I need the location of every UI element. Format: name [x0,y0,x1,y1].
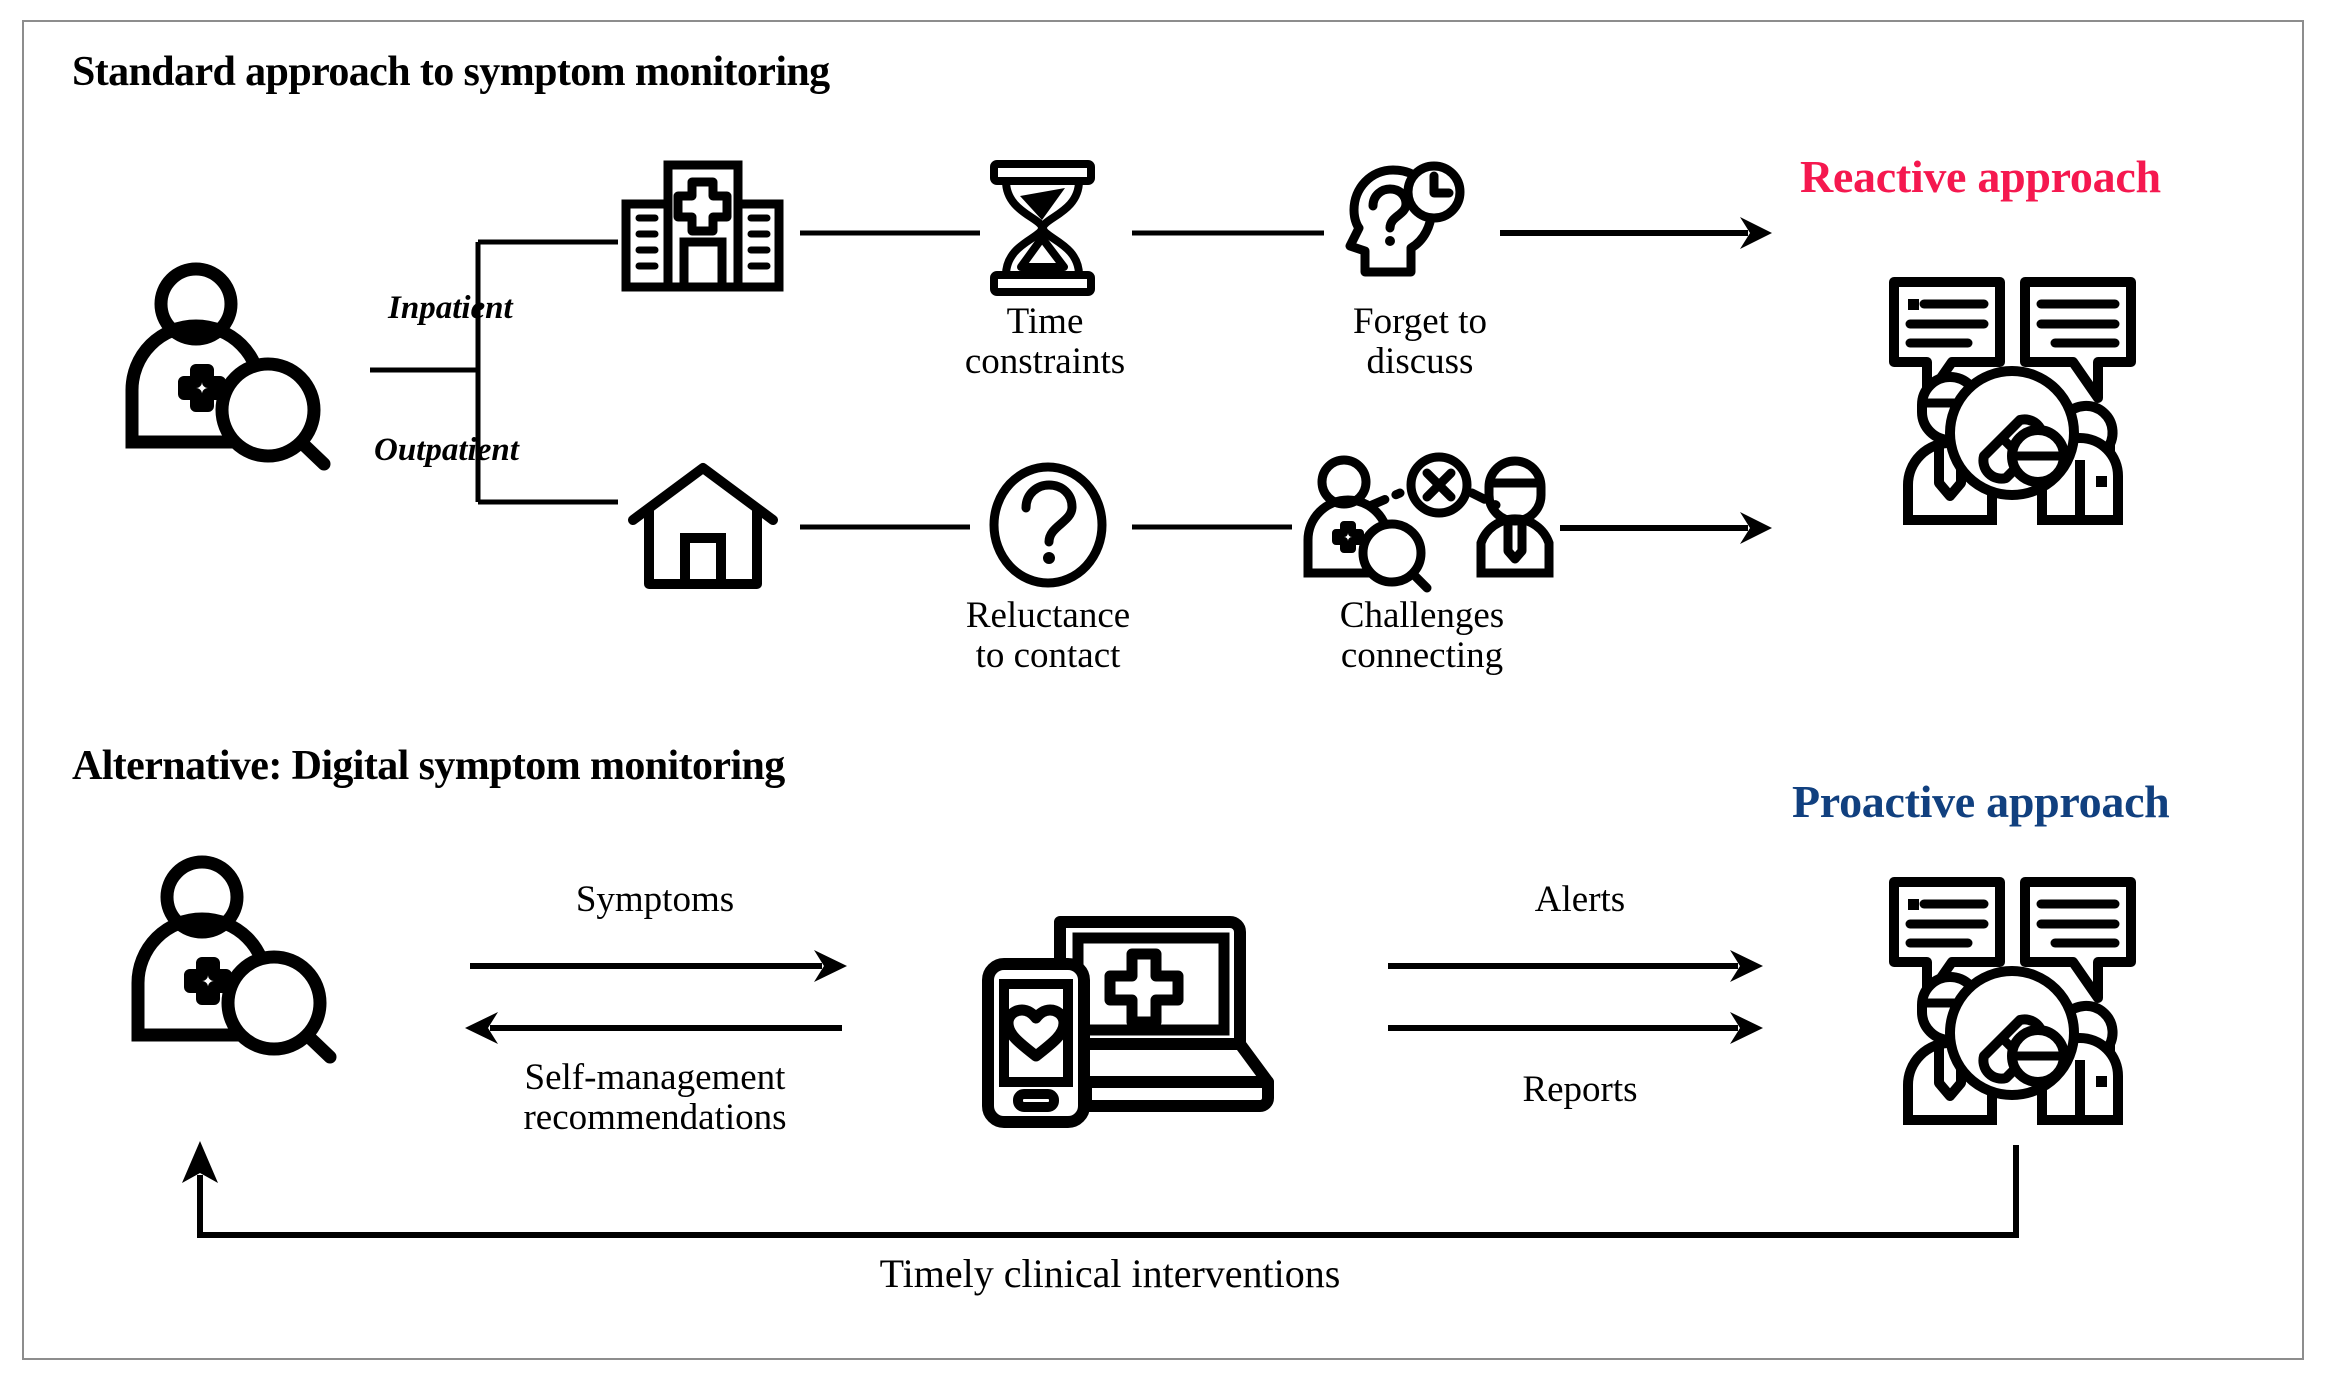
connector-house-to-reluctance [800,522,970,532]
house-icon [628,462,778,592]
node-label-time-constraints: Time constraints [910,302,1180,382]
arrow-inpatient-to-clinicians [1500,215,1775,251]
feedback-loop-label: Timely clinical interventions [879,1251,1341,1296]
question-circle-icon [988,460,1108,592]
node-label-forget-to-discuss: Forget to discuss [1290,302,1550,382]
flow-label-line1: Self-management [524,1057,786,1098]
proactive-approach-label: Proactive approach [1792,776,2170,827]
connector-time-to-forget [1132,228,1324,238]
clinician-team-icon-reactive [1880,270,2145,535]
flow-label-self-management: Self-management recommendations [420,1058,890,1138]
phone-laptop-health-icon [978,912,1278,1132]
node-label-line2: to contact [975,634,1121,676]
flow-label-line2: recommendations [523,1096,787,1138]
node-label-line1: Time [1006,301,1084,342]
branch-label-inpatient: Inpatient [388,290,513,326]
arrow-outpatient-to-clinicians [1560,510,1775,546]
node-label-reluctance-to-contact: Reluctance to contact [898,596,1198,676]
broken-connection-icon [1300,452,1554,600]
feedback-loop-arrow [160,1135,2060,1255]
node-label-line2: discuss [1366,340,1474,382]
hospital-icon [620,160,785,295]
arrow-recommendations-left [462,1010,842,1046]
arrow-alerts-right [1388,948,1768,984]
flow-label-symptoms: Symptoms [575,879,735,920]
flow-label-reports: Reports [1522,1069,1638,1110]
node-label-line1: Forget to [1353,301,1487,342]
node-label-line1: Challenges [1339,595,1505,636]
arrow-reports-right [1388,1010,1768,1046]
node-label-line2: constraints [964,340,1126,382]
top-section-title: Standard approach to symptom monitoring [72,49,830,95]
reactive-approach-label: Reactive approach [1800,151,2161,202]
connector-hospital-to-time [800,228,980,238]
patient-search-icon [118,262,348,477]
bottom-section-title: Alternative: Digital symptom monitoring [72,743,785,789]
flow-label-alerts: Alerts [1534,879,1626,920]
figure-border [22,20,2304,1360]
connector-reluctance-to-challenges [1132,522,1292,532]
head-question-clock-icon [1345,161,1465,294]
node-label-line2: connecting [1340,634,1504,676]
clinician-team-icon-proactive [1880,870,2145,1135]
node-label-line1: Reluctance [965,595,1131,636]
hourglass-icon [990,160,1095,296]
patient-search-icon-bottom [124,855,354,1070]
branch-label-outpatient: Outpatient [374,432,519,468]
inpatient-outpatient-branch [370,220,630,520]
arrow-symptoms-right [470,948,850,984]
node-label-challenges-connecting: Challenges connecting [1272,596,1572,676]
